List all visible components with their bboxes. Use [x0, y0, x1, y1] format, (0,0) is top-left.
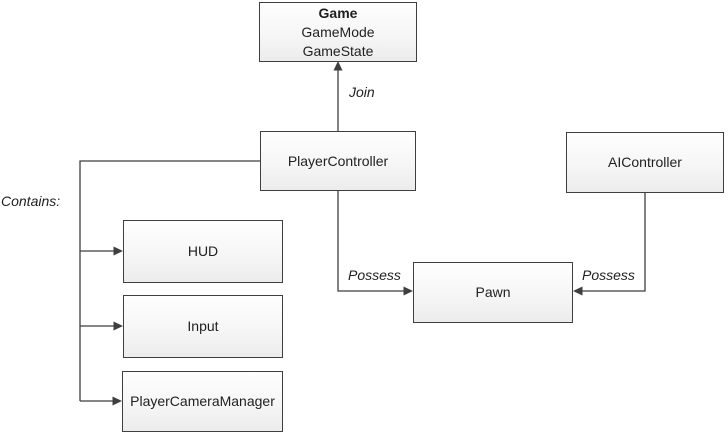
contains-arrow-hud — [80, 246, 123, 256]
node-ai-controller-label: AIController — [608, 154, 682, 170]
node-player-camera-manager: PlayerCameraManager — [122, 371, 283, 432]
edge-label-possess-right: Possess — [582, 267, 635, 283]
node-game-title: Game — [318, 4, 358, 21]
node-hud: HUD — [123, 220, 283, 283]
node-game-state-label: GameState — [302, 42, 374, 59]
contains-arrow-camera — [80, 396, 122, 406]
possess-right-arrow — [573, 193, 646, 296]
node-input-label: Input — [187, 318, 219, 334]
node-player-controller-label: PlayerController — [287, 152, 389, 169]
edge-label-possess-left: Possess — [348, 267, 401, 283]
node-input: Input — [123, 295, 283, 358]
node-pawn-label: Pawn — [475, 284, 511, 300]
node-player-controller: PlayerController — [260, 131, 416, 191]
node-game: Game GameMode GameState — [259, 2, 417, 62]
node-player-camera-manager-label: PlayerCameraManager — [130, 393, 275, 409]
node-ai-controller: AIController — [566, 132, 724, 193]
contains-label: Contains: — [1, 193, 61, 209]
possess-left-arrow — [337, 191, 413, 296]
edge-label-join: Join — [349, 84, 375, 100]
contains-arrow-input — [80, 321, 123, 331]
node-game-mode-label: GameMode — [301, 23, 375, 40]
node-pawn: Pawn — [413, 262, 573, 323]
contains-trunk-line — [79, 160, 260, 401]
join-arrow — [333, 61, 343, 131]
node-hud-label: HUD — [187, 243, 219, 259]
